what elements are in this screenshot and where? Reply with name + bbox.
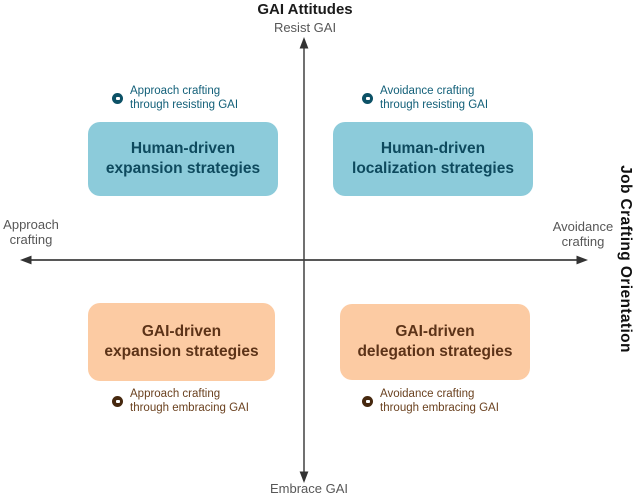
circle-dash-icon xyxy=(362,395,373,407)
bullet-bottom-left-label: Approach crafting through embracing GAI xyxy=(130,388,249,415)
arrow-right-icon xyxy=(576,255,588,265)
icon-dash xyxy=(115,399,120,403)
vertical-axis-bottom-label: Embrace GAI xyxy=(269,481,349,496)
arrow-left-icon xyxy=(20,255,32,265)
arrow-down-icon xyxy=(299,471,309,483)
horizontal-axis-title: Job Crafting Orientation xyxy=(617,165,634,353)
icon-dash xyxy=(365,96,370,100)
circle-dash-icon xyxy=(112,395,123,407)
circle-dash-icon xyxy=(362,92,373,104)
icon-dash xyxy=(365,399,370,403)
bullet-bottom-right: Avoidance crafting through embracing GAI xyxy=(362,387,499,416)
quadrant-box-gai-delegation: GAI-driven delegation strategies xyxy=(340,304,530,380)
bullet-top-left-label: Approach crafting through resisting GAI xyxy=(130,85,239,112)
arrow-up-icon xyxy=(299,37,309,49)
quadrant-box-human-localization: Human-driven localization strategies xyxy=(333,122,533,196)
horizontal-axis-right-label: Avoidance crafting xyxy=(552,219,614,250)
bullet-bottom-left: Approach crafting through embracing GAI xyxy=(112,387,249,416)
quadrant-box-human-expansion: Human-driven expansion strategies xyxy=(88,122,278,196)
bullet-bottom-right-label: Avoidance crafting through embracing GAI xyxy=(380,388,499,415)
icon-dash xyxy=(115,96,120,100)
horizontal-axis-left-label: Approach crafting xyxy=(3,217,59,248)
bullet-top-left: Approach crafting through resisting GAI xyxy=(112,84,238,113)
bullet-top-right-label: Avoidance crafting through resisting GAI xyxy=(380,85,489,112)
vertical-axis-title: GAI Attitudes xyxy=(257,1,353,18)
quadrant-box-gai-expansion: GAI-driven expansion strategies xyxy=(88,303,275,381)
vertical-axis-top-label: Resist GAI xyxy=(273,20,337,35)
circle-dash-icon xyxy=(112,92,123,104)
bullet-top-right: Avoidance crafting through resisting GAI xyxy=(362,84,488,113)
